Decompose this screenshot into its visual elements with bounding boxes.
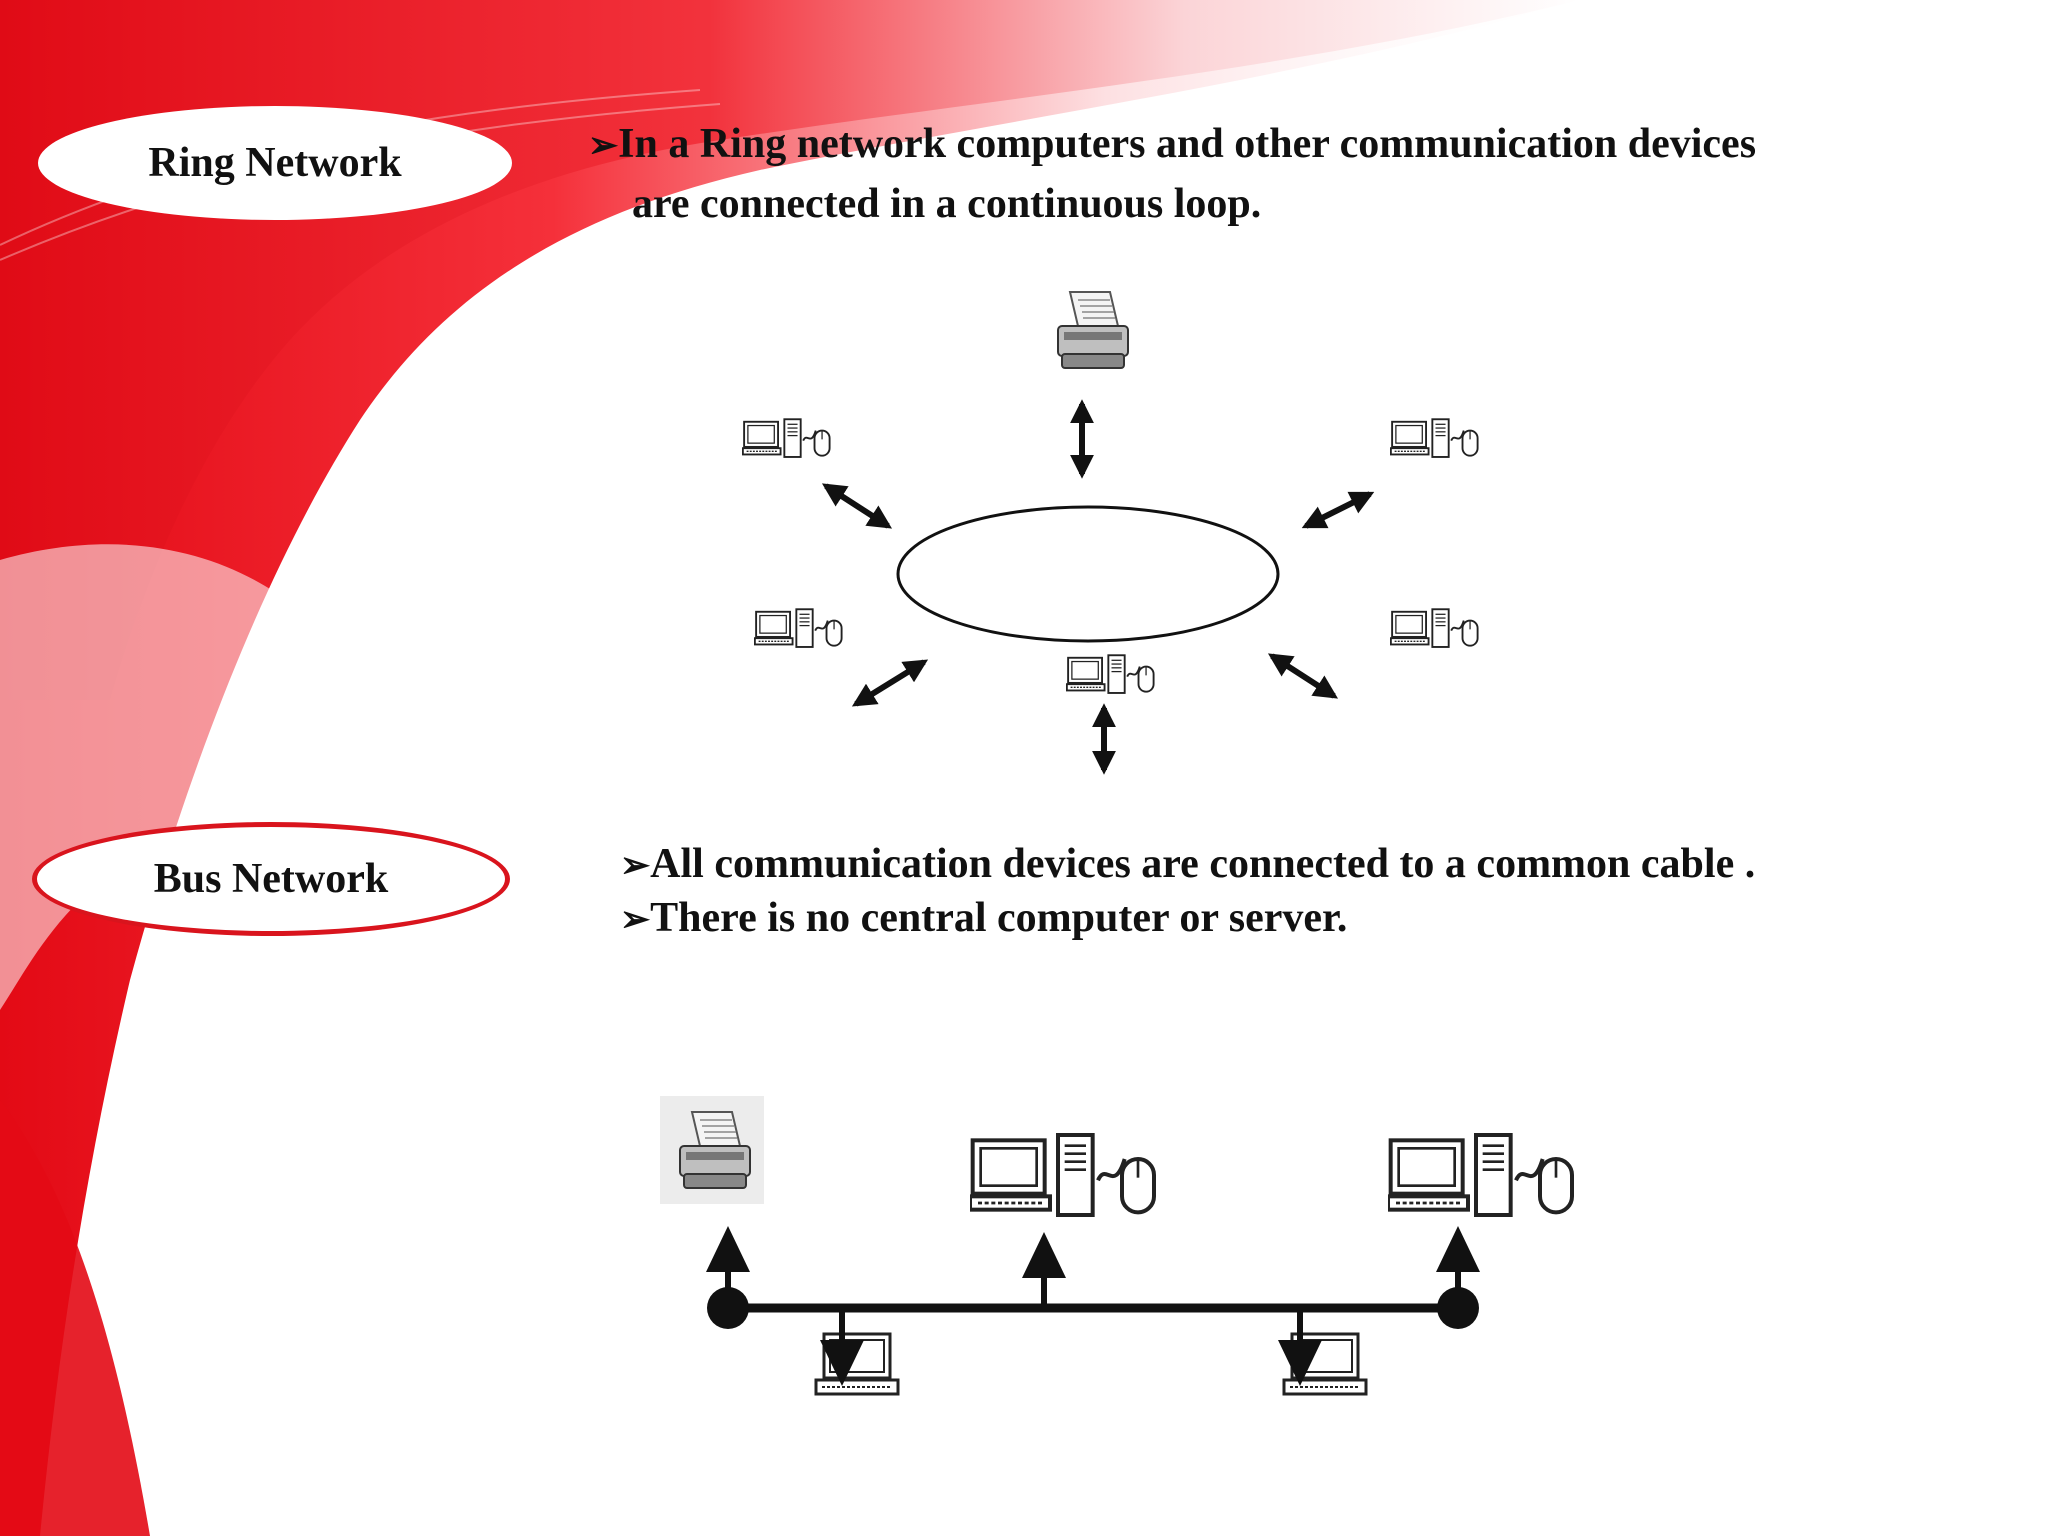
workstation-icon [1388,1135,1572,1215]
workstation-icon [1390,418,1479,458]
bus-drop-arrow-up [1436,1226,1480,1308]
bullet-arrow-icon: ➢ [620,899,651,939]
bus-diagram [660,1096,1572,1396]
ring-link-arrow [1267,653,1339,699]
bullet-arrow-icon: ➢ [620,845,651,885]
workstation-icon [742,418,831,458]
ring-loop [896,505,1280,643]
workstation-icon [754,608,843,648]
ring-description-text-1: In a Ring network computers and other co… [618,121,1757,167]
printer-icon [1057,291,1129,369]
workstation-icon [1390,608,1479,648]
bus-drop-arrow-down [820,1308,864,1386]
bus-drop-arrow-up [1022,1232,1066,1308]
bus-description-text-2: There is no central computer or server. [650,895,1348,941]
bus-description-line-1: ➢All communication devices are connected… [620,834,1755,895]
ring-diagram [742,291,1479,775]
workstation-icon [970,1135,1154,1215]
bus-description-text-1: All communication devices are connected … [650,841,1756,887]
ring-description-text-2: are connected in a continuous loop. [632,181,1262,227]
bus-drop-arrow-up [706,1226,750,1308]
ring-link-arrow [1301,491,1375,529]
bus-description-line-2: ➢There is no central computer or server. [620,888,1347,949]
workstation-icon [1066,654,1155,694]
bus-network-badge: Bus Network [32,822,510,936]
ring-link-arrow [851,659,929,707]
ring-network-badge: Ring Network [38,106,512,220]
bullet-arrow-icon: ➢ [588,125,619,165]
ring-link-arrow [821,483,893,529]
bus-network-badge-label: Bus Network [153,856,389,902]
bus-drop-arrow-down [1278,1308,1322,1386]
ring-description-line-2: are connected in a continuous loop. [632,174,1261,234]
ring-description-line-1: ➢In a Ring network computers and other c… [588,114,1756,175]
ring-network-badge-label: Ring Network [148,140,402,186]
